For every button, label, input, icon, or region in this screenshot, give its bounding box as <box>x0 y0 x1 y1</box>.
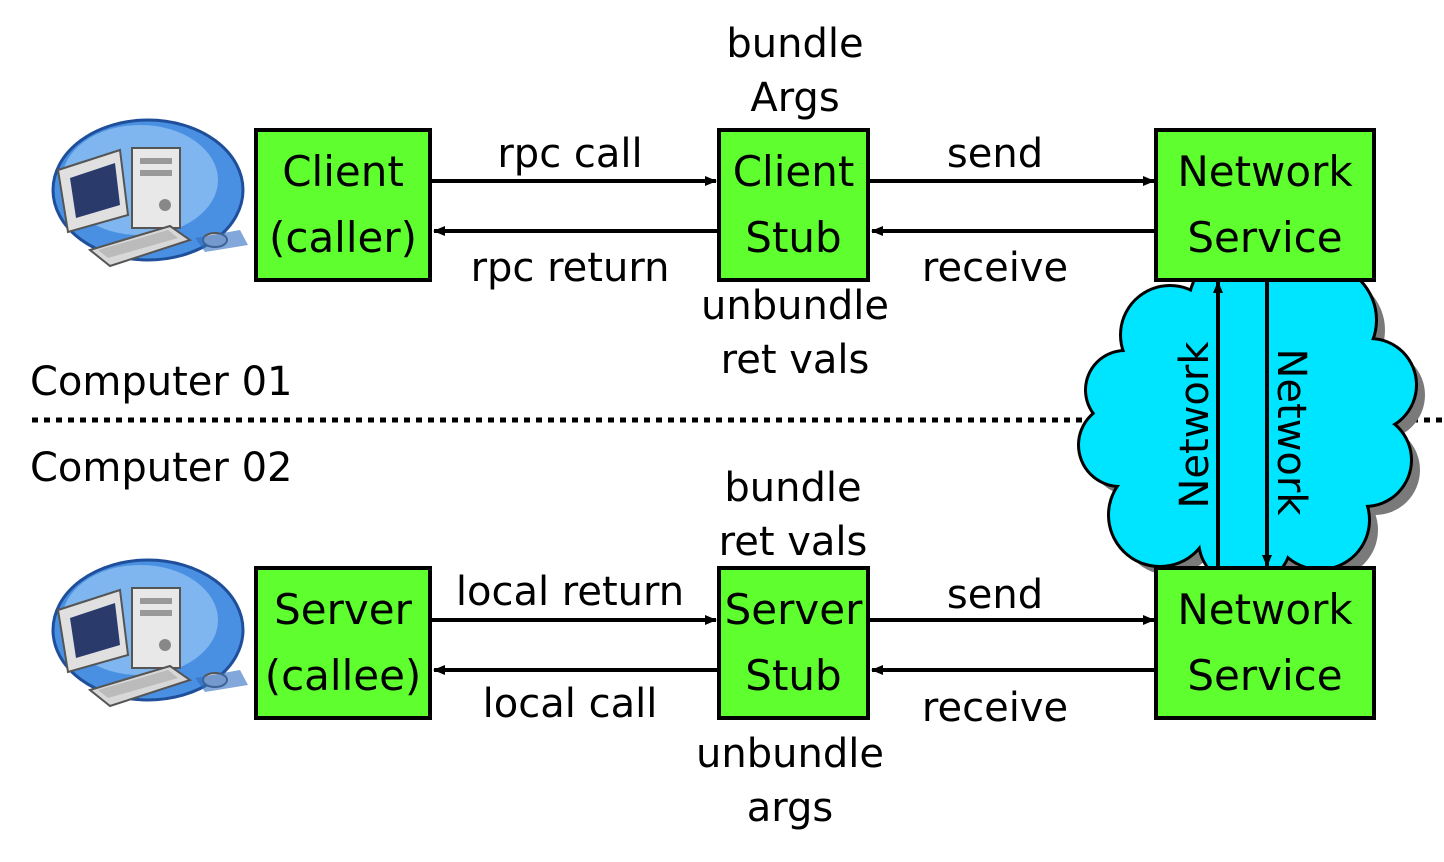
server-stub-box-line1: Server <box>724 585 863 634</box>
bundle-ret-vals-line1: bundle <box>724 465 862 511</box>
unbundle-args-line1: unbundle <box>696 731 884 777</box>
computer-01-label: Computer 01 <box>30 359 293 405</box>
network-service-top-line1: Network <box>1177 147 1353 196</box>
network-service-box-top: Network Service <box>1154 128 1376 282</box>
rpc-call-label: rpc call <box>497 131 643 177</box>
server-box: Server (callee) <box>254 566 432 720</box>
bundle-ret-vals-line2: ret vals <box>718 519 868 565</box>
client-stub-box-line1: Client <box>732 147 855 196</box>
server-stub-box-line2: Stub <box>745 651 842 700</box>
unbundle-ret-vals-line1: unbundle <box>701 283 889 329</box>
unbundle-args-line2: args <box>746 785 834 831</box>
computer-02-label: Computer 02 <box>30 445 293 491</box>
network-cloud <box>1080 250 1415 585</box>
client-box: Client (caller) <box>254 128 432 282</box>
server-box-line1: Server <box>274 585 412 634</box>
local-return-label: local return <box>455 569 685 615</box>
rpc-return-label: rpc return <box>470 245 670 291</box>
unbundle-ret-vals-line2: ret vals <box>720 337 870 383</box>
bundle-args-line1: bundle <box>726 21 864 67</box>
network-service-top-line2: Service <box>1187 213 1343 262</box>
network-service-bottom-line1: Network <box>1177 585 1353 634</box>
send-top-label: send <box>946 131 1044 177</box>
local-call-label: local call <box>482 681 658 727</box>
client-stub-box: Client Stub <box>717 128 870 282</box>
computer-icon <box>51 558 248 708</box>
receive-top-label: receive <box>921 245 1069 291</box>
client-box-line2: (caller) <box>268 213 418 262</box>
receive-bottom-label: receive <box>921 685 1069 731</box>
network-label-down: Network <box>1268 348 1314 516</box>
client-box-line1: Client <box>282 147 404 196</box>
bundle-args-line2: Args <box>750 75 840 121</box>
send-bottom-label: send <box>946 572 1044 618</box>
server-stub-box: Server Stub <box>717 566 870 720</box>
network-service-bottom-line2: Service <box>1187 651 1343 700</box>
computer-icon <box>51 118 248 268</box>
server-box-line2: (callee) <box>264 651 422 700</box>
client-stub-box-line2: Stub <box>745 213 842 262</box>
network-label-up: Network <box>1172 341 1218 509</box>
network-service-box-bottom: Network Service <box>1154 566 1376 720</box>
